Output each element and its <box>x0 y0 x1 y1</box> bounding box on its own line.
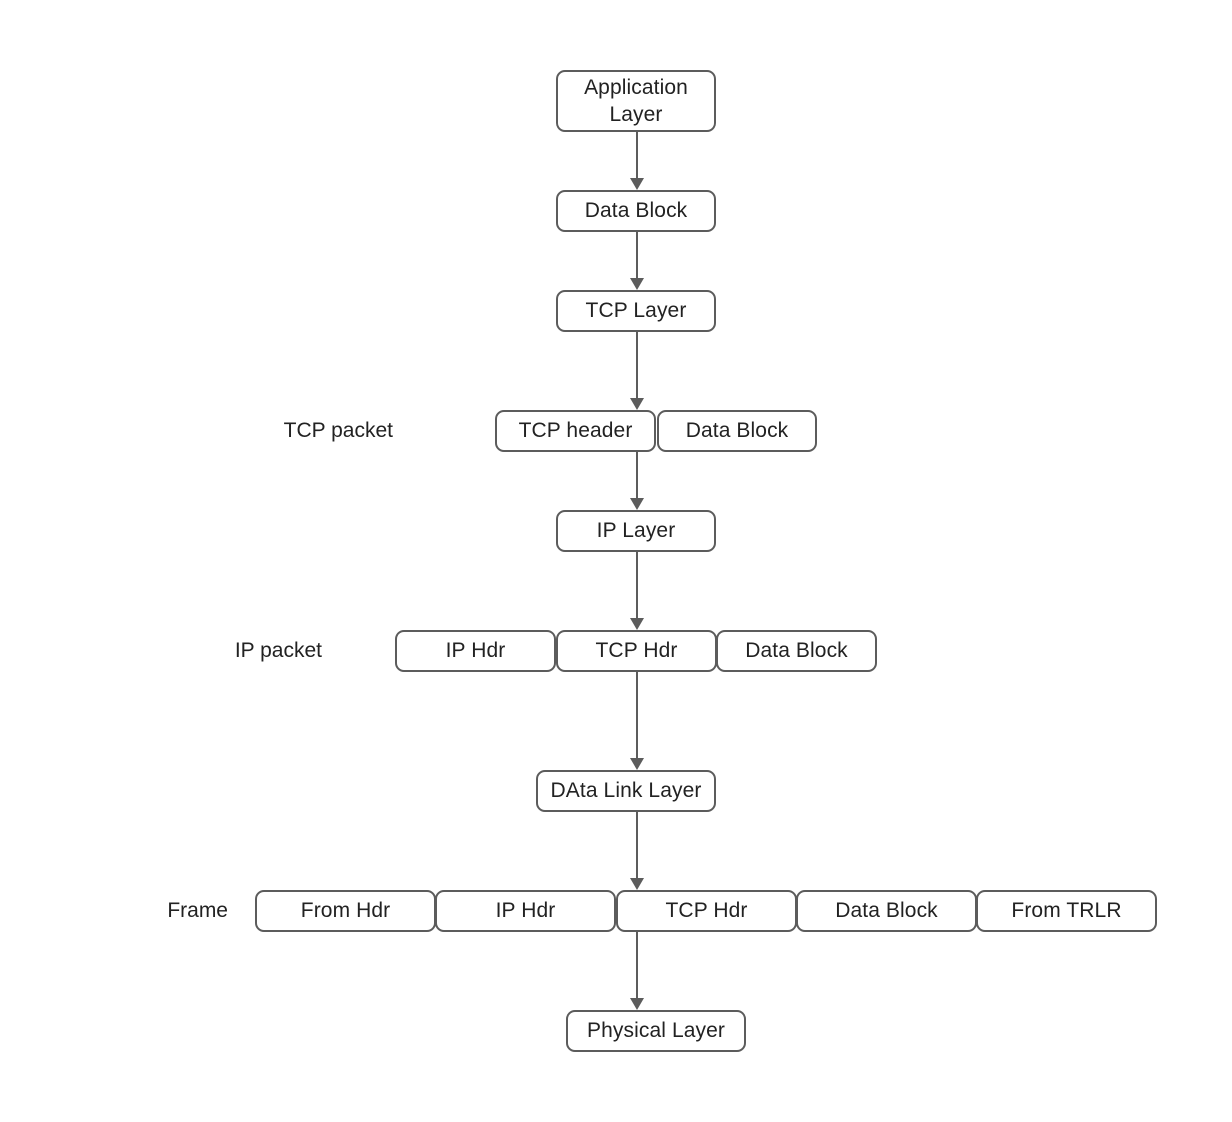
node-data-link-layer-label: DAta Link Layer <box>550 779 702 803</box>
row-label-frame: Frame <box>167 899 228 922</box>
frame-field-from-trlr: From TRLR <box>976 890 1157 932</box>
node-data-link-layer: DAta Link Layer <box>536 770 716 812</box>
tcp-packet-field-tcp-header: TCP header <box>495 410 656 452</box>
frame-field-from-hdr: From Hdr <box>255 890 436 932</box>
row-label-tcp-packet: TCP packet <box>283 419 393 442</box>
frame-field-ip-hdr: IP Hdr <box>435 890 616 932</box>
row-label-ip-packet: IP packet <box>234 639 322 662</box>
ip-packet-field-ip-hdr-label: IP Hdr <box>445 639 506 663</box>
ip-packet-field-ip-hdr: IP Hdr <box>395 630 556 672</box>
node-physical-layer-label: Physical Layer <box>587 1019 725 1043</box>
ip-packet-field-tcp-hdr: TCP Hdr <box>556 630 717 672</box>
node-physical-layer: Physical Layer <box>566 1010 746 1052</box>
frame-field-data-block-label: Data Block <box>835 899 938 923</box>
node-tcp-layer: TCP Layer <box>556 290 716 332</box>
frame-field-from-hdr-label: From Hdr <box>300 899 391 923</box>
node-ip-layer-label: IP Layer <box>596 519 676 543</box>
ip-packet-field-tcp-hdr-label: TCP Hdr <box>595 639 678 663</box>
frame-field-tcp-hdr-label: TCP Hdr <box>665 899 748 923</box>
ip-packet-field-data-block: Data Block <box>716 630 877 672</box>
node-application-layer-label: Application Layer <box>584 74 688 129</box>
node-data-block: Data Block <box>556 190 716 232</box>
node-application-layer: Application Layer <box>556 70 716 132</box>
application-layer-line-1: Application <box>584 75 688 99</box>
node-tcp-layer-label: TCP Layer <box>585 299 687 323</box>
tcp-packet-field-data-block-label: Data Block <box>685 419 789 443</box>
ip-packet-field-data-block-label: Data Block <box>745 639 848 663</box>
application-layer-line-2: Layer <box>609 103 663 126</box>
tcp-packet-field-data-block: Data Block <box>657 410 817 452</box>
node-ip-layer: IP Layer <box>556 510 716 552</box>
frame-field-ip-hdr-label: IP Hdr <box>495 899 556 923</box>
tcp-packet-field-tcp-header-label: TCP header <box>518 419 633 443</box>
node-data-block-label: Data Block <box>584 199 688 223</box>
frame-field-from-trlr-label: From TRLR <box>1011 899 1122 923</box>
frame-field-data-block: Data Block <box>796 890 977 932</box>
frame-field-tcp-hdr: TCP Hdr <box>616 890 797 932</box>
